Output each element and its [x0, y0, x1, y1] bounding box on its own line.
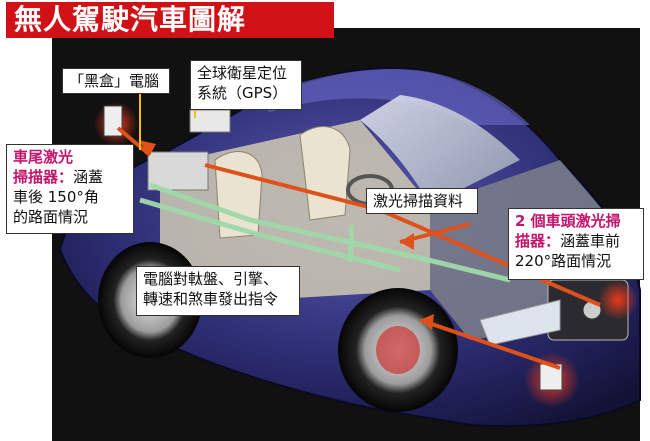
windshield: [360, 95, 520, 205]
computer-cmd-line2: 轉速和煞車發出指令: [143, 290, 279, 308]
rear-seat: [214, 151, 263, 239]
signal-arrows: [138, 140, 434, 330]
leader-lines: [139, 92, 196, 150]
rear-laser-desc1: 涵蓋: [73, 168, 104, 186]
black-box-label: 「黑盒」電腦: [62, 68, 170, 94]
rear-laser-title2: 掃描器：: [13, 168, 74, 186]
front-laser-label: 2 個車頭激光掃 描器：涵蓋車前 220°路面情況: [508, 208, 644, 280]
control-lines: [139, 182, 511, 283]
laser-data-text: 激光掃描資料: [373, 192, 464, 210]
page-title: 無人駕駛汽車圖解: [6, 2, 334, 38]
front-laser-scanner: [524, 280, 638, 408]
gps-line1: 全球衛星定位: [197, 64, 288, 82]
front-laser-desc2: 220°路面情況: [515, 252, 612, 270]
front-laser-title2: 描器：: [515, 232, 561, 250]
roof-highlight: [250, 69, 530, 125]
rear-laser-desc2: 車後 150°角: [13, 188, 99, 206]
gps-label: 全球衛星定位 系統（GPS）: [190, 60, 302, 110]
rear-laser-title1: 車尾激光: [13, 148, 74, 166]
black-box-text: 「黑盒」電腦: [69, 72, 160, 90]
rear-laser-desc3: 的路面情況: [13, 208, 89, 226]
rear-laser-label: 車尾激光 掃描器：涵蓋 車後 150°角 的路面情況: [6, 144, 134, 234]
computer-cmd-line1: 電腦對軚盤、引擎、: [143, 270, 279, 288]
computer-command-label: 電腦對軚盤、引擎、 轉速和煞車發出指令: [136, 266, 300, 316]
gps-line2: 系統（GPS）: [197, 84, 288, 102]
front-laser-desc1: 涵蓋車前: [560, 232, 621, 250]
rear-computer-module: [147, 151, 209, 191]
front-wheel: [338, 288, 458, 412]
laser-data-label: 激光掃描資料: [366, 188, 478, 214]
headlight: [479, 299, 561, 346]
gps-unit: [189, 109, 231, 133]
front-laser-title1: 2 個車頭激光掃: [515, 212, 621, 230]
